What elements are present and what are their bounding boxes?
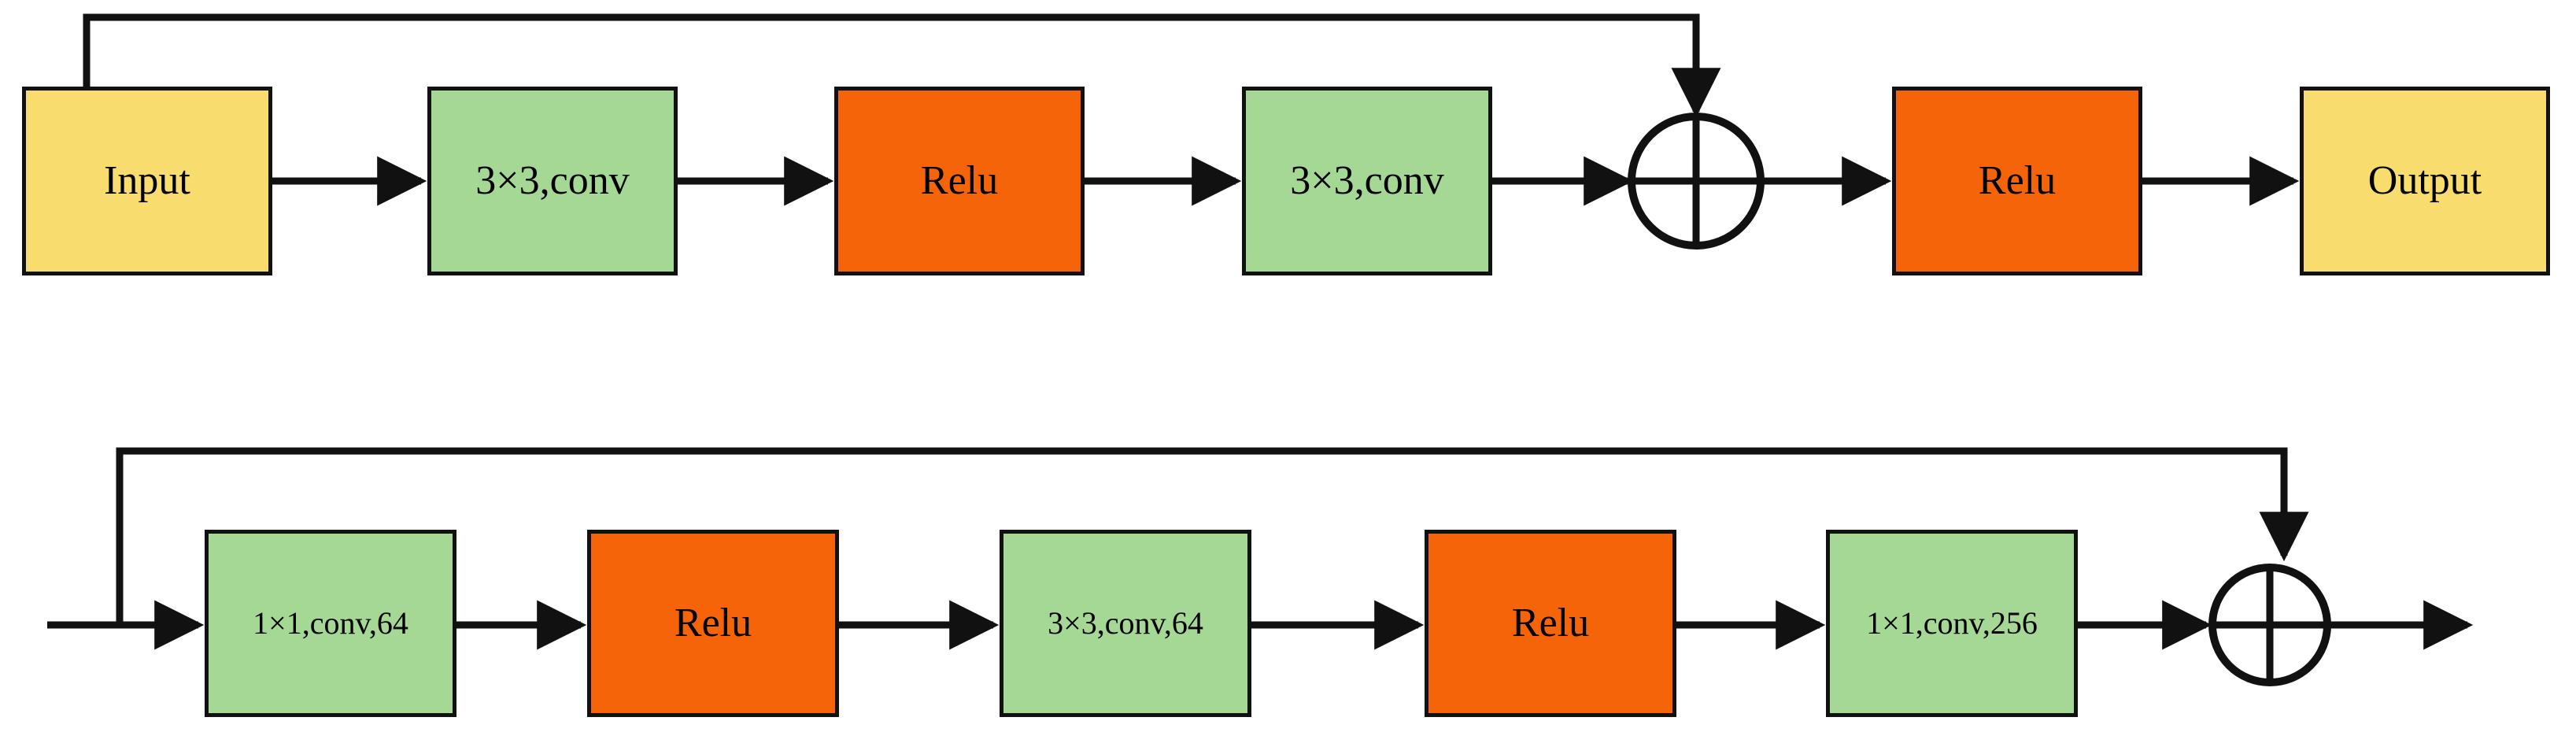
node-output-label: Output [2367,158,2482,203]
node-conv-3x3-second[interactable]: 3×3,conv [1242,87,1492,275]
node-bottleneck-conv-1x1-256[interactable]: 1×1,conv,256 [1826,530,2078,717]
node-bottleneck-relu-second[interactable]: Relu [1425,530,1676,717]
node-bottleneck-relu-second-label: Relu [1511,601,1590,645]
node-conv-3x3-first[interactable]: 3×3,conv [427,87,678,275]
node-relu-first[interactable]: Relu [834,87,1085,275]
node-relu-second[interactable]: Relu [1892,87,2142,275]
row1-plus-circle-icon[interactable] [1628,113,1765,250]
node-relu-first-label: Relu [920,158,999,203]
node-bottleneck-conv-1x1-64[interactable]: 1×1,conv,64 [205,530,456,717]
node-bottleneck-relu-first[interactable]: Relu [587,530,839,717]
row2-plus-circle-icon[interactable] [2208,564,2331,686]
node-bottleneck-conv-3x3-64-label: 3×3,conv,64 [1048,605,1203,641]
node-bottleneck-relu-first-label: Relu [674,601,752,645]
node-input[interactable]: Input [22,87,272,275]
node-input-label: Input [104,158,190,203]
node-bottleneck-conv-3x3-64[interactable]: 3×3,conv,64 [1000,530,1251,717]
node-conv-3x3-second-label: 3×3,conv [1290,158,1444,203]
node-relu-second-label: Relu [1978,158,2057,203]
node-conv-3x3-first-label: 3×3,conv [475,158,630,203]
node-output[interactable]: Output [2300,87,2550,275]
node-bottleneck-conv-1x1-256-label: 1×1,conv,256 [1866,605,2038,641]
node-bottleneck-conv-1x1-64-label: 1×1,conv,64 [253,605,408,641]
